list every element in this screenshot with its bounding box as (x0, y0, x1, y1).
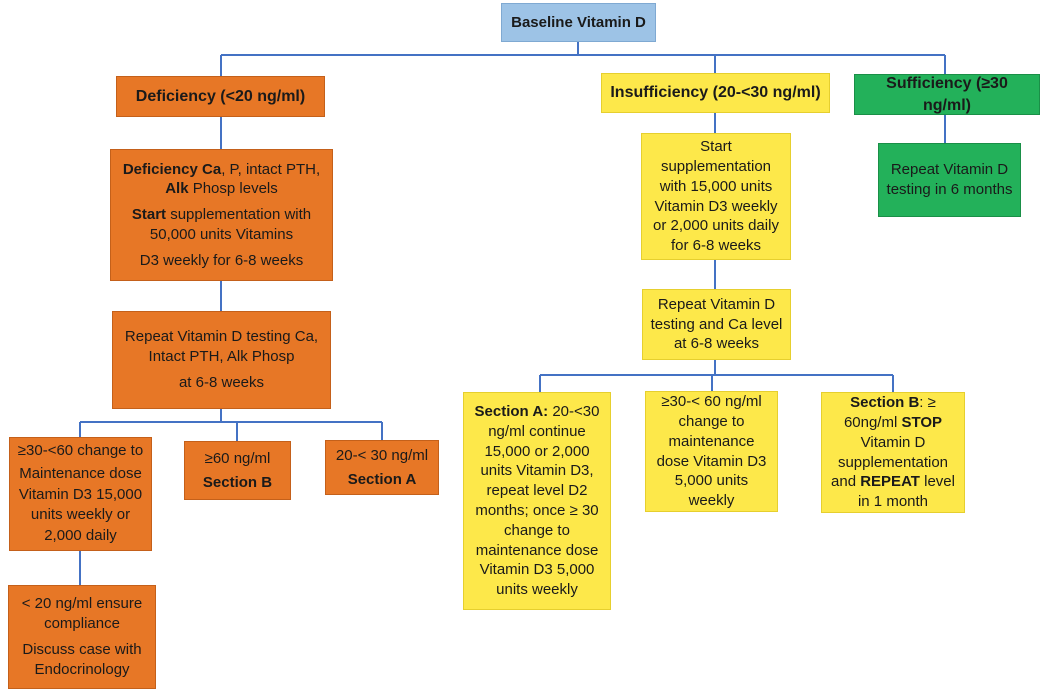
sufficiency-header: Sufficiency (≥30 ng/ml) (854, 74, 1040, 115)
section-b-rest2: Vitamin D supplementation and (831, 433, 949, 491)
insufficiency-middle-box: ≥30-< 60 ng/ml change to maintenance dos… (645, 391, 778, 512)
outcome-20-30-line1: 20-< 30 ng/ml (335, 446, 429, 464)
insufficiency-header-label: Insufficiency (20-<30 ng/ml) (610, 84, 821, 102)
sufficiency-repeat-text: Repeat Vitamin D testing in 6 months (886, 161, 1013, 198)
baseline-vitamin-d-box: Baseline Vitamin D (501, 3, 656, 42)
insufficiency-middle-text: ≥30-< 60 ng/ml change to maintenance dos… (656, 393, 767, 510)
deficiency-start-text: Start supplementation with 50,000 units … (117, 205, 326, 245)
outcome-60-line1: ≥60 ng/ml (204, 449, 271, 467)
sufficiency-header-label: Sufficiency (≥30 ng/ml) (886, 75, 1008, 114)
deficiency-start-bold: Start (131, 206, 167, 224)
deficiency-labs-bold: Deficiency Ca (122, 160, 222, 178)
section-b-text: Section B: ≥ 60ng/ml STOP Vitamin D supp… (828, 393, 958, 512)
section-a-box: Section A: 20-<30 ng/ml continue 15,000 … (463, 392, 611, 610)
insufficiency-repeat-box: Repeat Vitamin D testing and Ca level at… (642, 289, 791, 360)
deficiency-start-rest: supplementation with 50,000 units Vitami… (149, 206, 312, 243)
baseline-title: Baseline Vitamin D (511, 13, 646, 31)
section-a-text: Section A: 20-<30 ng/ml continue 15,000 … (470, 402, 604, 600)
section-a-rest: 20-<30 ng/ml continue 15,000 or 2,000 un… (475, 403, 600, 599)
insufficiency-header: Insufficiency (20-<30 ng/ml) (601, 73, 830, 113)
deficiency-outcome-60-box: ≥60 ng/ml Section B (184, 441, 291, 500)
deficiency-repeat-line1: Repeat Vitamin D testing Ca, Intact PTH,… (124, 328, 319, 366)
deficiency-alk-bold: Alk (165, 180, 189, 198)
sufficiency-repeat-box: Repeat Vitamin D testing in 6 months (878, 143, 1021, 217)
deficiency-alk-rest: Phosp levels (188, 180, 278, 198)
outcome-60-section-b: Section B (202, 473, 273, 491)
low-compliance-text: < 20 ng/ml ensure compliance (21, 595, 143, 633)
section-b-rest1: : ≥ 60ng/ml (843, 394, 936, 431)
insufficiency-repeat-text: Repeat Vitamin D testing and Ca level at… (650, 295, 783, 353)
deficiency-outcome-20-30-box: 20-< 30 ng/ml Section A (325, 440, 439, 495)
section-b-bold: Section B (850, 394, 920, 412)
deficiency-labs-rest: , P, intact PTH, (221, 160, 321, 178)
deficiency-header: Deficiency (<20 ng/ml) (116, 76, 325, 117)
outcome-30-60-line1: ≥30-<60 change to (17, 442, 144, 460)
deficiency-repeat-line2: at 6-8 weeks (178, 373, 265, 391)
section-b-box: Section B: ≥ 60ng/ml STOP Vitamin D supp… (821, 392, 965, 513)
section-b-rest3: level in 1 month (857, 473, 955, 511)
section-b-stop: STOP (901, 413, 943, 431)
outcome-20-30-section-a: Section A (347, 470, 417, 488)
low-endocrinology-text: Discuss case with Endocrinology (22, 641, 142, 678)
deficiency-header-label: Deficiency (<20 ng/ml) (135, 87, 306, 105)
deficiency-labs-text: Deficiency Ca, P, intact PTH, Alk Phosp … (123, 160, 320, 200)
insufficiency-initial-text: Start supplementation with 15,000 units … (653, 138, 779, 255)
deficiency-low-box: < 20 ng/ml ensure compliance Discuss cas… (8, 585, 156, 689)
deficiency-outcome-30-60-box: ≥30-<60 change to Maintenance dose Vitam… (9, 437, 152, 551)
deficiency-initial-box: Deficiency Ca, P, intact PTH, Alk Phosp … (110, 149, 333, 281)
insufficiency-initial-box: Start supplementation with 15,000 units … (641, 133, 791, 260)
section-a-bold: Section A: (474, 403, 549, 421)
deficiency-duration-text: D3 weekly for 6-8 weeks (139, 251, 304, 269)
deficiency-repeat-box: Repeat Vitamin D testing Ca, Intact PTH,… (112, 311, 331, 409)
section-b-repeat: REPEAT (860, 473, 920, 491)
outcome-30-60-line2: Maintenance dose Vitamin D3 15,000 units… (18, 464, 143, 545)
